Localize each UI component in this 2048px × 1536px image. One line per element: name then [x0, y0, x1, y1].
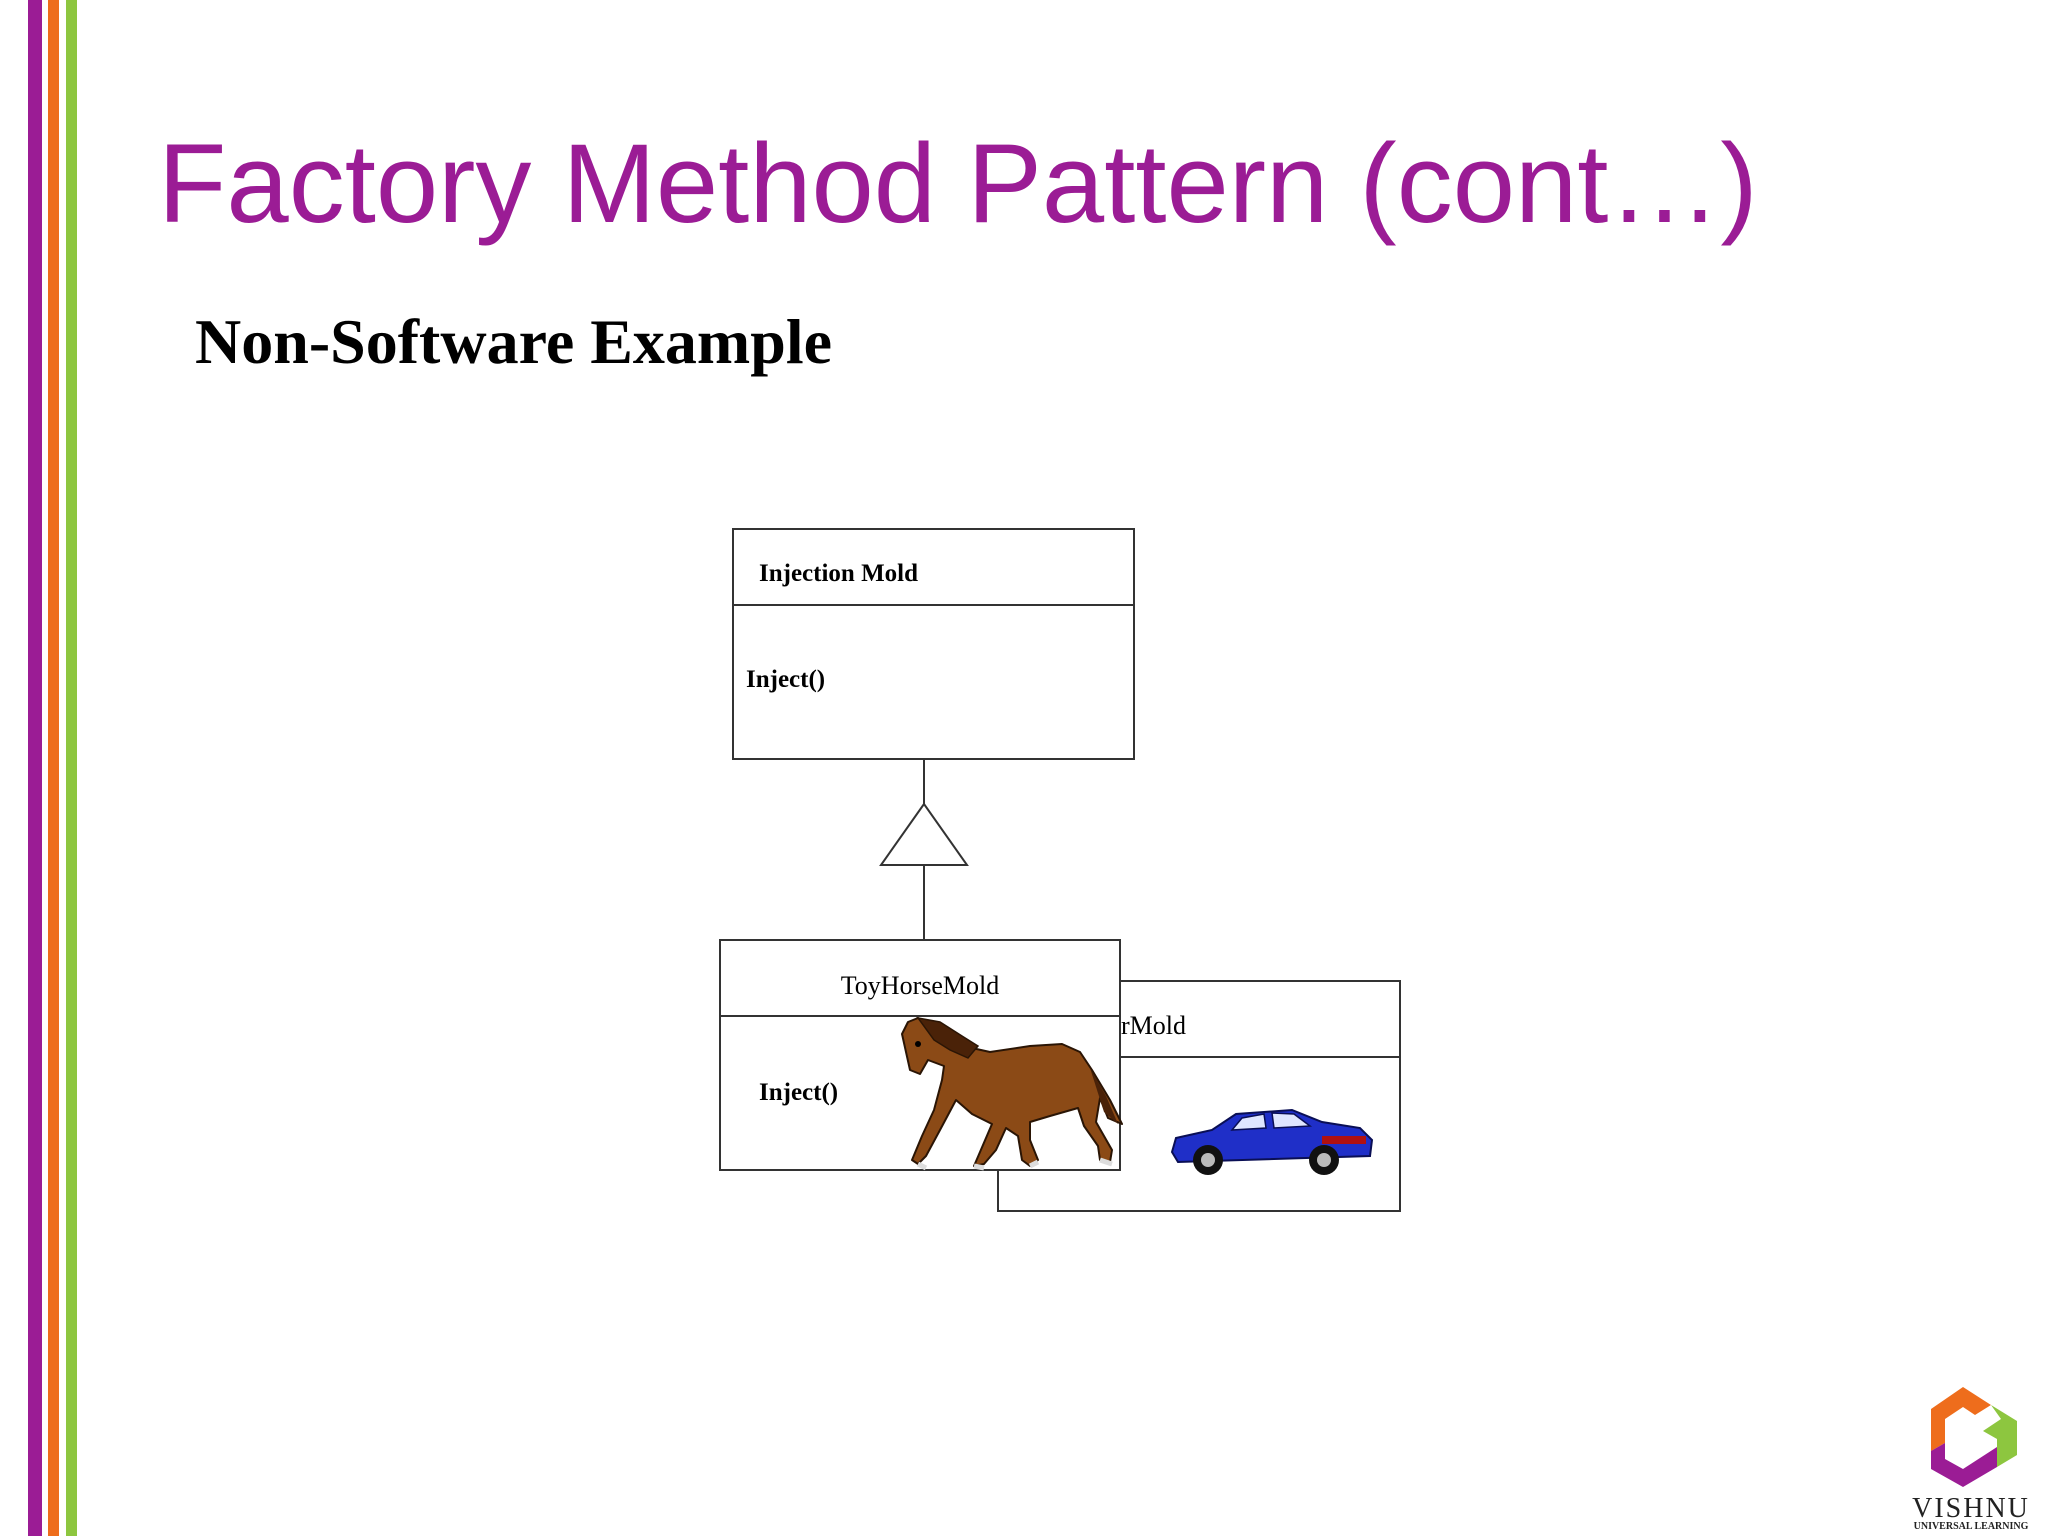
class-name: Injection Mold — [759, 560, 918, 587]
inheritance-arrow — [879, 759, 969, 940]
generalization-triangle — [879, 802, 969, 866]
class-name: ToyHorseMold — [841, 971, 1000, 1000]
left-stripe-orange — [48, 0, 59, 1536]
class-method: Inject() — [759, 1079, 838, 1106]
logo-green-segment — [1983, 1405, 2017, 1467]
slide-subtitle: Non-Software Example — [195, 306, 832, 377]
logo-name: VISHNU — [1912, 1493, 2030, 1524]
class-box — [732, 528, 1135, 760]
class-method: Inject() — [746, 666, 825, 693]
logo-tagline: UNIVERSAL LEARNING — [1913, 1521, 2029, 1532]
logo-purple-segment — [1931, 1443, 1997, 1487]
vishnu-logo — [1931, 1387, 2017, 1487]
class-toy-horse-mold: ToyHorseMold Inject() — [719, 939, 1123, 1171]
logo-orange-segment — [1931, 1387, 1991, 1451]
left-stripe-green — [66, 0, 77, 1536]
car-icon — [1170, 1108, 1374, 1175]
horse-icon — [901, 1016, 1123, 1171]
slide-title: Factory Method Pattern (cont…) — [158, 121, 1758, 246]
class-injection-mold: Injection Mold Inject() — [732, 528, 1135, 760]
left-stripe-purple — [28, 0, 42, 1536]
